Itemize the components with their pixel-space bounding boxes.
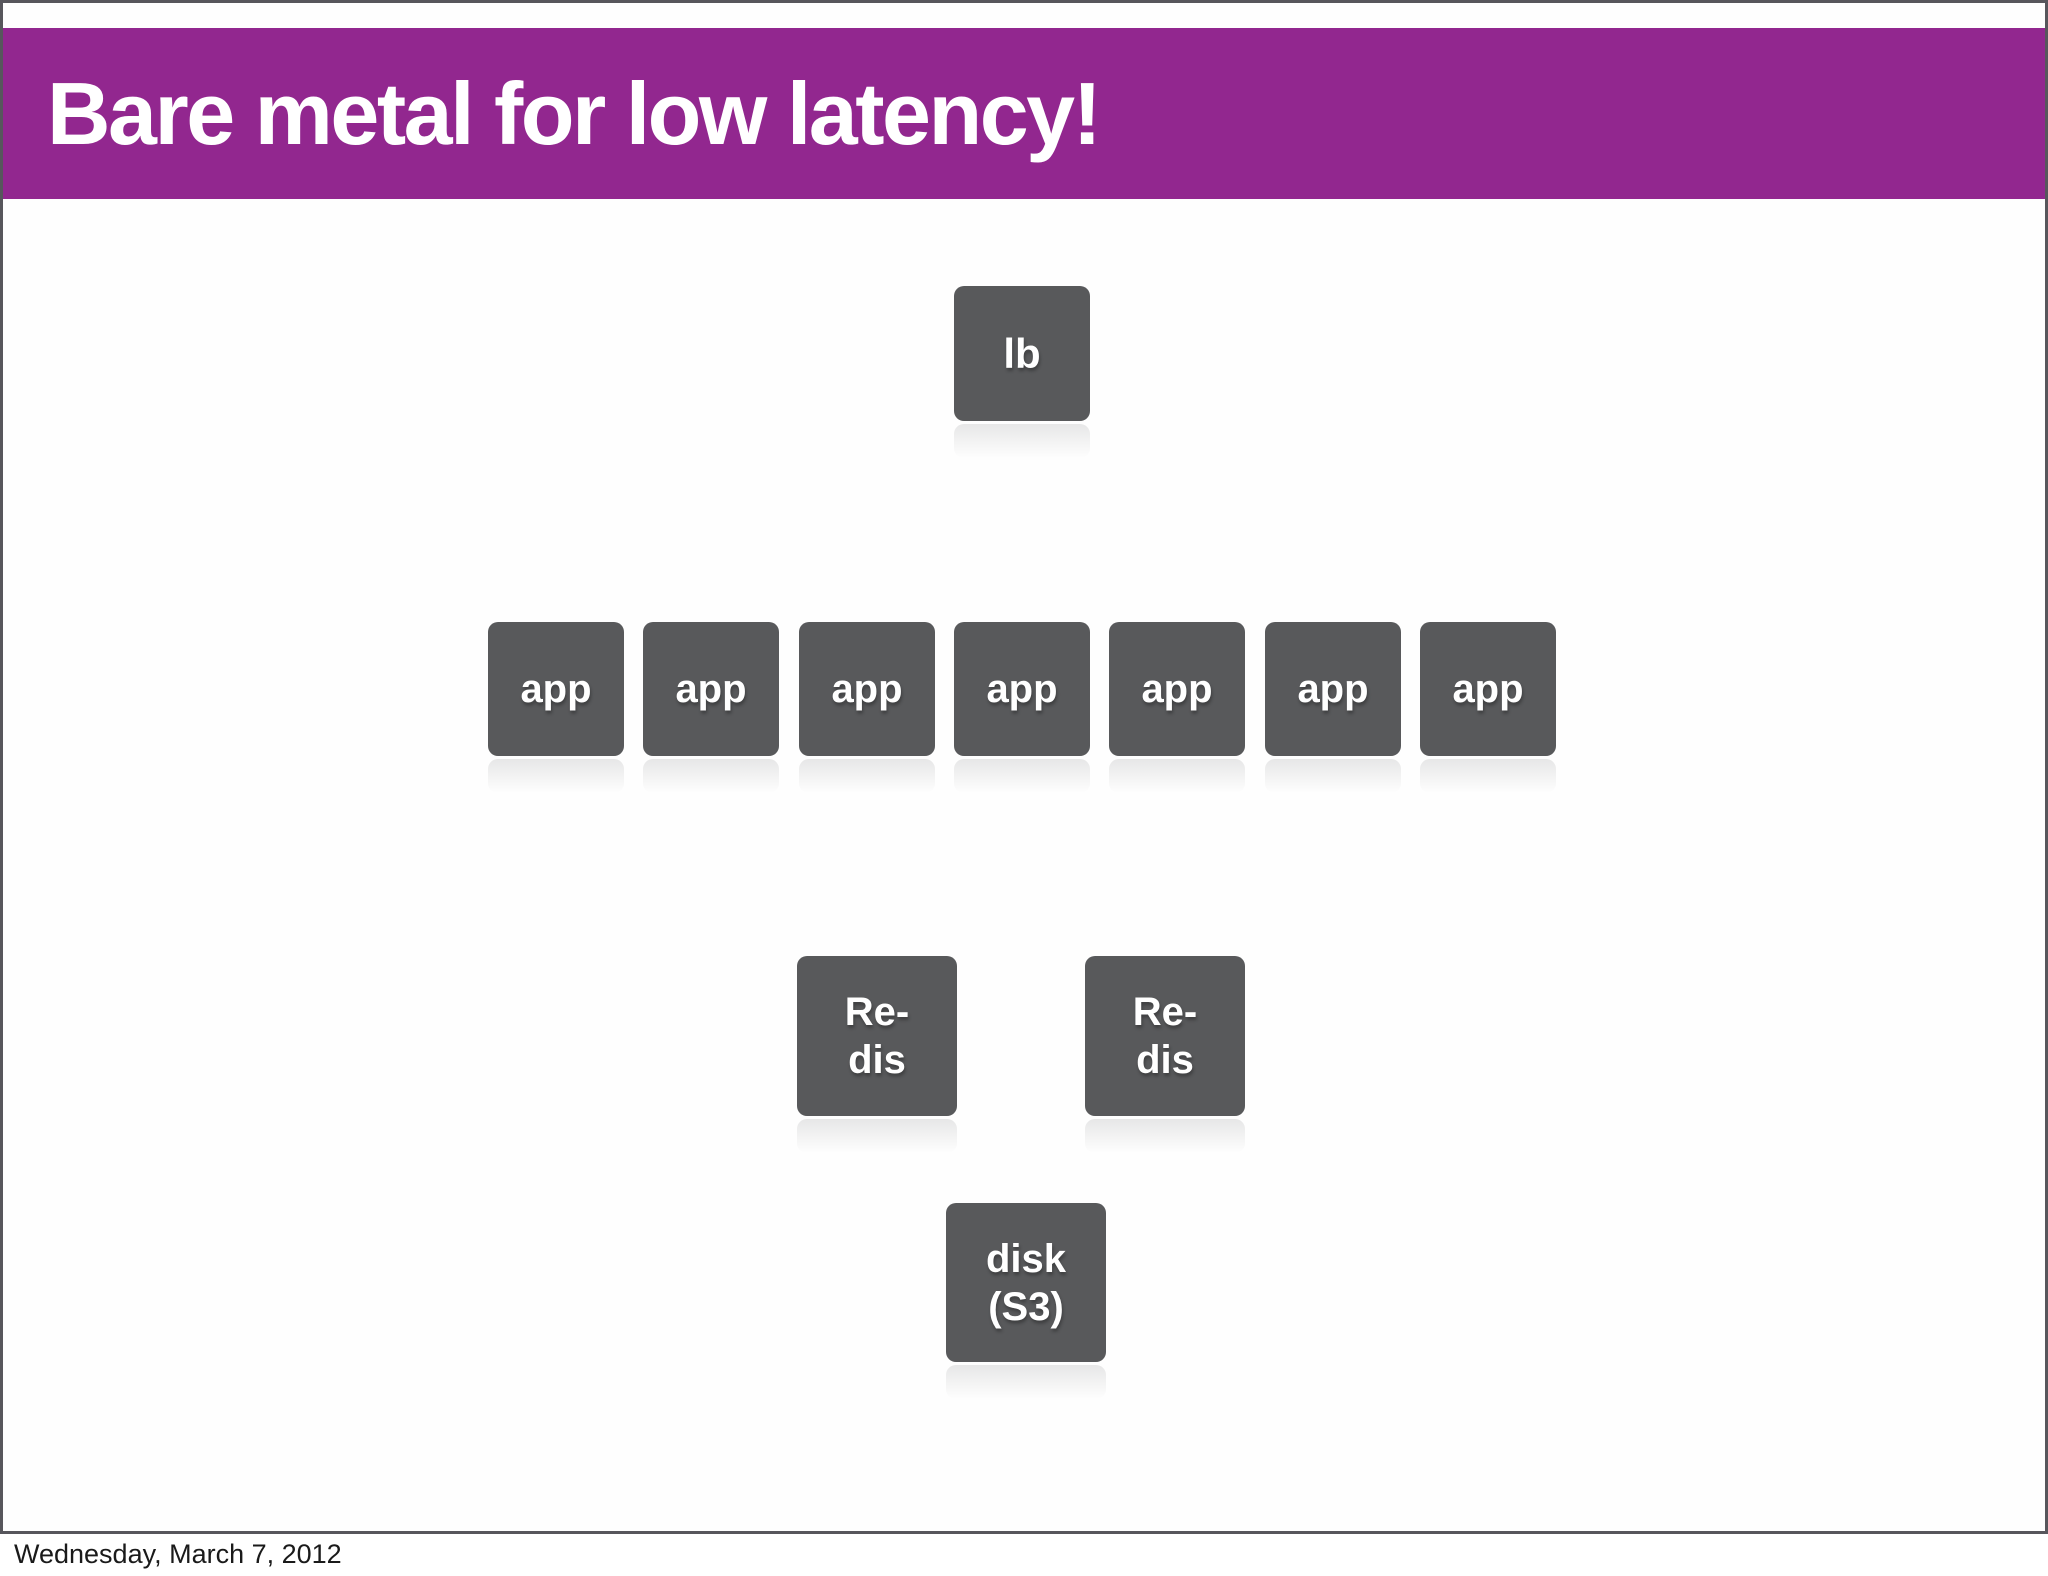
app-server-node: app bbox=[643, 622, 779, 793]
app-server-node: app bbox=[1109, 622, 1245, 793]
app-server-node: app bbox=[799, 622, 935, 793]
app-server-label: app bbox=[1141, 667, 1213, 711]
app-server-node: app bbox=[954, 622, 1090, 793]
slide-footer: Wednesday, March 7, 2012 bbox=[0, 1534, 2048, 1576]
slide-title: Bare metal for low latency! bbox=[47, 63, 1102, 163]
disk-label-line1: disk bbox=[985, 1236, 1067, 1281]
disk-s3-node: disk (S3) bbox=[946, 1203, 1106, 1399]
app-server-node: app bbox=[1420, 622, 1556, 793]
app-server-label: app bbox=[520, 667, 592, 711]
app-server-label: app bbox=[831, 667, 903, 711]
footer-date: Wednesday, March 7, 2012 bbox=[14, 1539, 342, 1569]
redis-label-line2: dis bbox=[848, 1038, 906, 1082]
title-bar: Bare metal for low latency! bbox=[3, 28, 2045, 199]
redis-label-line1: Re- bbox=[844, 990, 910, 1034]
app-server-node: app bbox=[1265, 622, 1401, 793]
disk-label-line2: (S3) bbox=[988, 1284, 1064, 1329]
app-server-label: app bbox=[986, 667, 1058, 711]
app-server-label: app bbox=[1297, 667, 1369, 711]
redis-label-line2: dis bbox=[1136, 1038, 1194, 1082]
app-server-node: app bbox=[488, 622, 624, 793]
redis-node: Re- dis bbox=[1085, 956, 1245, 1153]
redis-label-line1: Re- bbox=[1132, 990, 1198, 1034]
app-server-label: app bbox=[1452, 667, 1524, 711]
load-balancer-node: lb bbox=[954, 286, 1090, 458]
app-server-label: app bbox=[675, 667, 747, 711]
load-balancer-label: lb bbox=[1003, 329, 1041, 377]
slide-canvas: Bare metal for low latency! lb app app a… bbox=[0, 0, 2048, 1534]
redis-node: Re- dis bbox=[797, 956, 957, 1153]
